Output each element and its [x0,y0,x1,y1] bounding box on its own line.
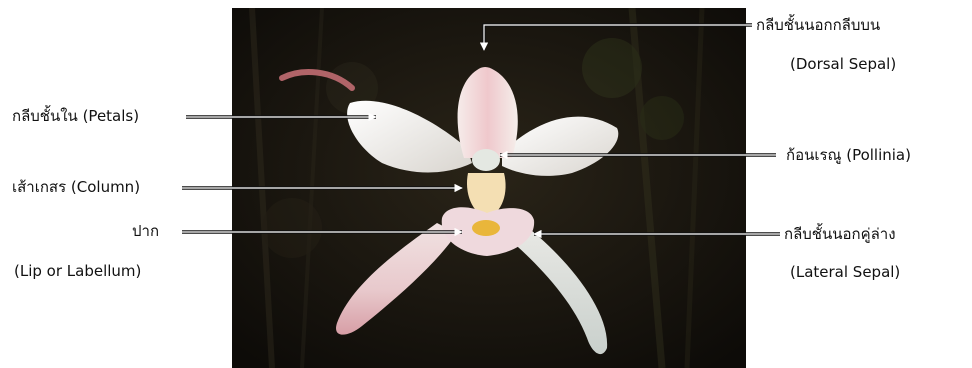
label-dorsal-sepal-english: (Dorsal Sepal) [790,55,896,73]
label-petals: กลีบชั้นใน (Petals) [12,107,139,125]
label-pollinia: ก้อนเรณู (Pollinia) [786,146,911,164]
label-lateral-sepal-english: (Lateral Sepal) [790,263,900,281]
label-column: เส้าเกสร (Column) [12,178,140,196]
label-lateral-sepal-thai: กลีบชั้นนอกคู่ล่าง [784,225,896,243]
label-lip-thai: ปาก [132,222,159,240]
leader-dorsal-sepal [484,25,752,50]
label-lip-english: (Lip or Labellum) [14,262,141,280]
label-dorsal-sepal-thai: กลีบชั้นนอกกลีบบน [756,16,880,34]
